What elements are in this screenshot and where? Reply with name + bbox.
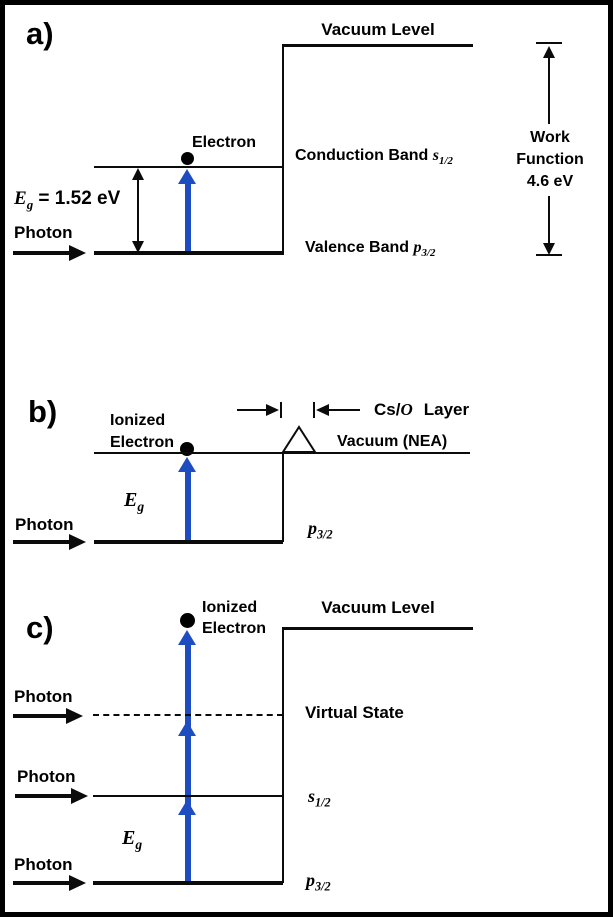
photon-arrow-head-c1 — [66, 708, 83, 724]
cso-marker-left-head — [316, 404, 329, 416]
conduction-band-label-a: Conduction Band s1/2 — [295, 147, 453, 167]
Eg-symbol-a: Eg — [14, 188, 34, 212]
bandgap-label-c: Eg — [122, 827, 142, 853]
photon-label-c1: Photon — [14, 687, 73, 706]
conduction-band-line-a — [94, 166, 283, 168]
photon-label-c3: Photon — [14, 855, 73, 874]
ionized-text-b: Ionized — [110, 412, 166, 429]
photon-label-a: Photon — [14, 223, 73, 242]
valence-band-text: Valence Band — [305, 239, 410, 256]
work-function-line-top — [548, 52, 550, 124]
photon-arrow-shaft-c2 — [15, 794, 72, 798]
electron-dot-c — [180, 613, 195, 628]
ionized-electron-label-b: Ionized Electron — [110, 410, 174, 454]
virtual-state-label: Virtual State — [305, 703, 404, 722]
work-function-label: Work Function 4.6 eV — [505, 127, 595, 193]
electron-dot-a — [181, 152, 194, 165]
work-function-line2: Function — [516, 151, 584, 168]
bandgap-arrow-line-a — [137, 172, 139, 250]
photon-arrow-head-c3 — [69, 875, 86, 891]
cso-suffix: Layer — [423, 400, 470, 419]
cso-layer-label: Cs/O Layer — [374, 400, 469, 420]
vacuum-level-line-a — [283, 44, 473, 47]
panel-c-label: c) — [26, 610, 54, 645]
nea-barrier-triangle — [281, 425, 317, 453]
electron-text-b: Electron — [110, 434, 175, 451]
valence-band-line-a — [94, 251, 283, 255]
cso-marker-left-shaft — [328, 409, 360, 411]
conduction-band-text: Conduction Band — [295, 147, 429, 164]
panel-b-label: b) — [28, 394, 58, 429]
surface-step-line-c — [282, 627, 284, 883]
photon-arrow-shaft-b — [13, 540, 70, 544]
vacuum-level-label-a: Vacuum Level — [321, 20, 435, 39]
ionized-electron-label-c: Ionized Electron — [202, 597, 266, 639]
virtual-state-line — [93, 714, 283, 716]
cso-marker-right-head — [266, 404, 279, 416]
excitation-arrow-head-c-virtual — [178, 721, 196, 736]
photon-arrow-head-a — [69, 245, 86, 261]
cso-marker-right-bar — [280, 402, 282, 418]
p32-label-c: p3/2 — [306, 870, 331, 894]
photon-arrow-shaft-c3 — [13, 881, 70, 885]
ionized-text-c: Ionized — [202, 599, 258, 616]
work-function-line-bottom — [548, 196, 550, 244]
cso-O-symbol: O — [400, 400, 413, 419]
excitation-arrow-shaft-a — [185, 182, 191, 252]
valence-band-line-c — [93, 881, 283, 885]
excitation-arrow-head-c-top — [178, 630, 196, 645]
bandgap-value-a: = 1.52 eV — [38, 188, 121, 209]
vacuum-nea-label: Vacuum (NEA) — [337, 433, 448, 450]
s12-line — [93, 795, 283, 797]
work-function-arrow-down — [543, 243, 555, 255]
photon-arrow-head-c2 — [71, 788, 88, 804]
photon-arrow-shaft-a — [13, 251, 70, 255]
electron-label-a: Electron — [192, 134, 257, 151]
bandgap-label-a: Eg = 1.52 eV — [14, 188, 120, 213]
Eg-symbol-b: Eg — [124, 489, 145, 514]
excitation-arrow-head-b — [178, 457, 196, 472]
valence-band-line-b — [94, 540, 283, 544]
photon-label-b: Photon — [15, 515, 74, 534]
electron-text-c: Electron — [202, 620, 267, 637]
cso-marker-right-shaft — [237, 409, 269, 411]
cso-marker-left-bar — [313, 402, 315, 418]
photon-arrow-shaft-c1 — [13, 714, 67, 718]
photon-label-c2: Photon — [17, 767, 76, 786]
excitation-arrow-shaft-c — [185, 644, 191, 882]
s12-label-c: s1/2 — [308, 786, 331, 810]
Eg-symbol-c: Eg — [122, 827, 143, 852]
surface-step-line-a — [282, 44, 284, 255]
p32-symbol-a: p3/2 — [413, 239, 436, 260]
excitation-arrow-head-c-s12 — [178, 800, 196, 815]
work-function-line1: Work — [530, 129, 570, 146]
excitation-arrow-head-a — [178, 169, 196, 184]
panel-a-label: a) — [26, 16, 54, 51]
work-function-top-bar — [536, 42, 562, 44]
surface-step-line-b — [282, 453, 284, 542]
cso-prefix: Cs/ — [374, 400, 401, 419]
work-function-value: 4.6 eV — [526, 173, 574, 190]
vacuum-level-label-c: Vacuum Level — [321, 598, 435, 617]
bandgap-arrow-down-a — [132, 241, 144, 253]
s12-symbol: s1/2 — [432, 147, 453, 168]
vacuum-level-line-c — [283, 627, 473, 630]
photon-arrow-head-b — [69, 534, 86, 550]
valence-band-label-a: Valence Band p3/2 — [305, 239, 435, 259]
excitation-arrow-shaft-b — [185, 470, 191, 542]
work-function-bottom-bar — [536, 254, 562, 256]
bandgap-label-b: Eg — [124, 489, 144, 515]
p32-label-b: p3/2 — [308, 518, 333, 542]
bandgap-arrow-up-a — [132, 168, 144, 180]
